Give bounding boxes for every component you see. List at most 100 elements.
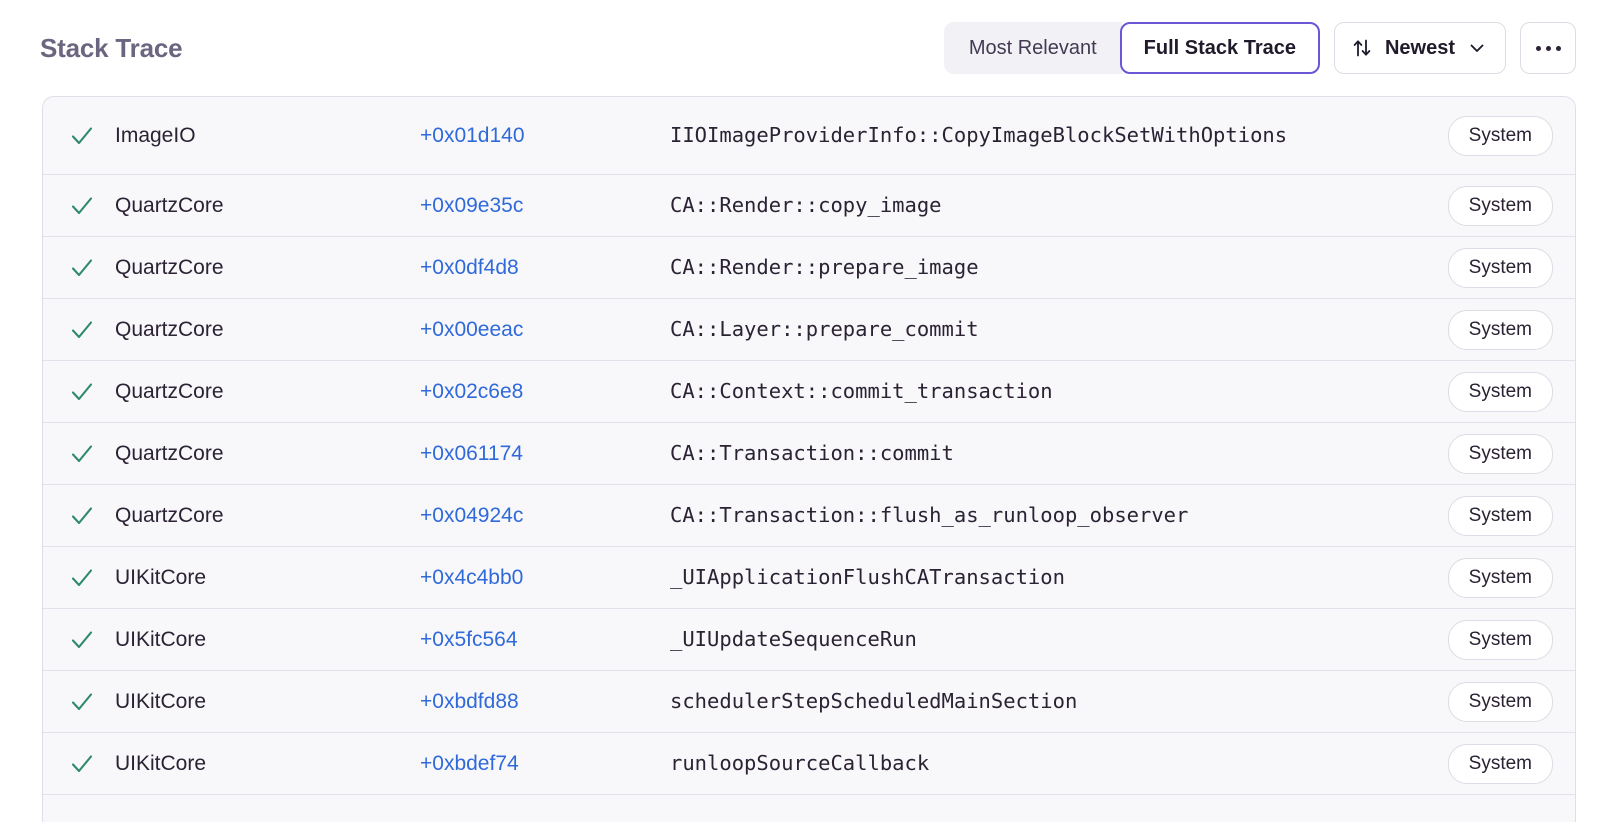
frame-status (43, 503, 115, 529)
frame-status (43, 565, 115, 591)
check-icon (69, 317, 95, 343)
ellipsis-icon-dot-2 (1545, 45, 1551, 51)
frame-module: QuartzCore (115, 255, 224, 279)
check-icon (69, 565, 95, 591)
check-icon (69, 751, 95, 777)
table-row[interactable]: QuartzCore +0x09e35c CA::Render::copy_im… (43, 175, 1575, 237)
table-row[interactable]: QuartzCore +0x061174 CA::Transaction::co… (43, 423, 1575, 485)
sort-arrows-icon (1351, 37, 1373, 59)
frame-module: QuartzCore (115, 379, 224, 403)
page-title: Stack Trace (40, 33, 183, 63)
status-badge: System (1447, 247, 1553, 288)
frame-offset-link[interactable]: +0x0df4d8 (420, 255, 519, 279)
header-controls: Most Relevant Full Stack Trace Newest (943, 22, 1576, 74)
frame-module: QuartzCore (115, 503, 224, 527)
frame-offset-link[interactable]: +0x5fc564 (420, 627, 518, 651)
check-icon (69, 441, 95, 467)
frame-status (43, 751, 115, 777)
frame-module: UIKitCore (115, 565, 207, 589)
panel-header: Stack Trace Most Relevant Full Stack Tra… (0, 0, 1614, 96)
sort-label: Newest (1384, 36, 1455, 59)
frame-function: CA::Render::copy_image (670, 192, 942, 217)
frame-status (43, 123, 115, 149)
frame-status (43, 441, 115, 467)
frame-badge-wrap: System (1447, 247, 1553, 288)
frame-offset-link[interactable]: +0xbdfd88 (420, 689, 519, 713)
table-row[interactable]: QuartzCore +0x02c6e8 CA::Context::commit… (43, 361, 1575, 423)
sort-button[interactable]: Newest (1333, 22, 1506, 74)
status-badge: System (1447, 185, 1553, 226)
tab-full-stack-trace[interactable]: Full Stack Trace (1119, 22, 1320, 74)
table-row[interactable]: QuartzCore +0x0df4d8 CA::Render::prepare… (43, 237, 1575, 299)
ellipsis-icon (1535, 45, 1541, 51)
frame-offset-link[interactable]: +0xbdef74 (420, 751, 519, 775)
frame-function: CA::Render::prepare_image (670, 254, 979, 279)
frame-badge-wrap: System (1447, 115, 1553, 156)
frame-module: ImageIO (115, 123, 196, 147)
frame-badge-wrap: System (1447, 185, 1553, 226)
status-badge: System (1447, 681, 1553, 722)
table-row[interactable]: QuartzCore +0x00eeac CA::Layer::prepare_… (43, 299, 1575, 361)
frame-status (43, 255, 115, 281)
table-row[interactable]: ImageIO +0x01d140 IIOImageProviderInfo::… (43, 97, 1575, 175)
frame-badge-wrap: System (1447, 433, 1553, 474)
table-row[interactable]: UIKitCore +0xbdef74 runloopSourceCallbac… (43, 733, 1575, 795)
status-badge: System (1447, 371, 1553, 412)
status-badge: System (1447, 743, 1553, 784)
trace-view-segmented-control[interactable]: Most Relevant Full Stack Trace (943, 22, 1320, 74)
table-row[interactable]: UIKitCore +0x5fc564 _UIUpdateSequenceRun… (43, 609, 1575, 671)
stack-trace-table: ImageIO +0x01d140 IIOImageProviderInfo::… (42, 96, 1576, 822)
check-icon (69, 627, 95, 653)
frame-offset-link[interactable]: +0x061174 (420, 441, 523, 465)
tab-most-relevant[interactable]: Most Relevant (943, 22, 1122, 74)
frame-status (43, 379, 115, 405)
frame-module: QuartzCore (115, 317, 224, 341)
frame-offset-link[interactable]: +0x4c4bb0 (420, 565, 524, 589)
frame-function: _UIUpdateSequenceRun (670, 626, 917, 651)
status-badge: System (1447, 557, 1553, 598)
ellipsis-icon-dot-3 (1555, 45, 1561, 51)
frame-function: CA::Transaction::flush_as_runloop_observ… (670, 502, 1189, 527)
frame-module: QuartzCore (115, 441, 224, 465)
frame-badge-wrap: System (1447, 371, 1553, 412)
frame-module: QuartzCore (115, 193, 224, 217)
check-icon (69, 379, 95, 405)
frame-function: CA::Transaction::commit (670, 440, 954, 465)
frame-offset-link[interactable]: +0x00eeac (420, 317, 524, 341)
check-icon (69, 255, 95, 281)
frame-offset-link[interactable]: +0x04924c (420, 503, 524, 527)
frame-badge-wrap: System (1447, 619, 1553, 660)
table-row[interactable]: UIKitCore +0xbdfd88 schedulerStepSchedul… (43, 671, 1575, 733)
frame-module: UIKitCore (115, 689, 207, 713)
frame-function: _UIApplicationFlushCATransaction (670, 564, 1065, 589)
table-row[interactable]: QuartzCore +0x04924c CA::Transaction::fl… (43, 485, 1575, 547)
check-icon (69, 123, 95, 149)
frame-status (43, 627, 115, 653)
frame-offset-link[interactable]: +0x01d140 (420, 123, 525, 147)
frame-badge-wrap: System (1447, 743, 1553, 784)
status-badge: System (1447, 309, 1553, 350)
frame-badge-wrap: System (1447, 557, 1553, 598)
frame-function: CA::Layer::prepare_commit (670, 316, 979, 341)
frame-badge-wrap: System (1447, 309, 1553, 350)
check-icon (69, 193, 95, 219)
frame-function: schedulerStepScheduledMainSection (670, 688, 1078, 713)
more-options-button[interactable] (1520, 22, 1576, 74)
table-row[interactable]: UIKitCore +0x4c4bb0 _UIApplicationFlushC… (43, 547, 1575, 609)
frame-badge-wrap: System (1447, 495, 1553, 536)
frame-offset-link[interactable]: +0x02c6e8 (420, 379, 524, 403)
check-icon (69, 503, 95, 529)
frame-function: IIOImageProviderInfo::CopyImageBlockSetW… (670, 122, 1288, 147)
frame-status (43, 193, 115, 219)
frame-offset-link[interactable]: +0x09e35c (420, 193, 524, 217)
status-badge: System (1447, 433, 1553, 474)
chevron-down-icon (1467, 38, 1487, 58)
frame-module: UIKitCore (115, 627, 207, 651)
status-badge: System (1447, 115, 1553, 156)
frame-badge-wrap: System (1447, 681, 1553, 722)
status-badge: System (1447, 495, 1553, 536)
frame-function: CA::Context::commit_transaction (670, 378, 1053, 403)
frame-status (43, 317, 115, 343)
status-badge: System (1447, 619, 1553, 660)
